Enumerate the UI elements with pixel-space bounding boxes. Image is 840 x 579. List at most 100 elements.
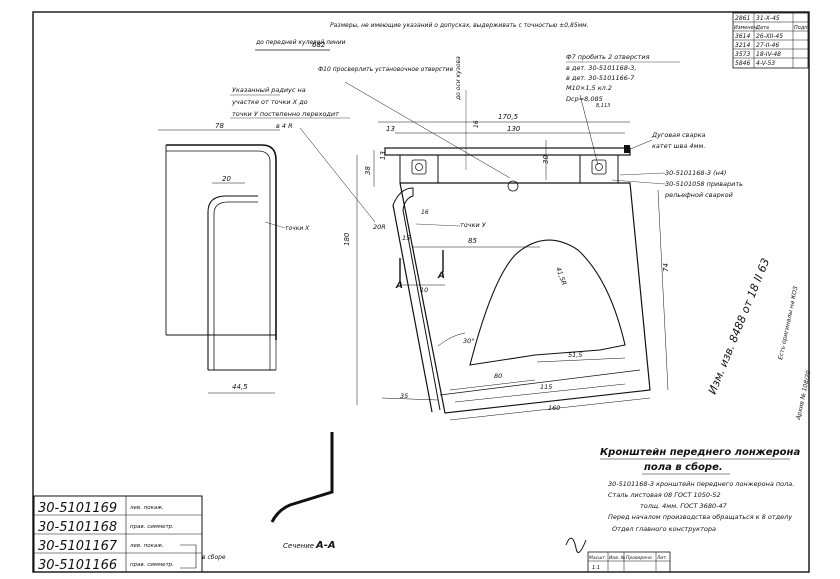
dim-44-5: 44,5 — [232, 383, 248, 391]
svg-text:Ф7 пробить 2 отверстия: Ф7 пробить 2 отверстия — [566, 53, 650, 61]
spec-line: толщ. 4мм. ГОСТ 3680-47 — [640, 502, 728, 510]
section-profile — [270, 432, 334, 523]
rev-cell: 18-IV-48 — [756, 51, 781, 58]
spec-line: Перед началом производства обращаться к … — [608, 513, 792, 521]
dim-170-5: 170,5 — [498, 113, 519, 121]
svg-text:рельефной сваркой: рельефной сваркой — [664, 191, 733, 199]
svg-text:8,113: 8,113 — [596, 103, 610, 109]
svg-text:Масшт.: Масшт. — [589, 555, 606, 561]
dim-41-5r: 41,5R — [554, 266, 568, 287]
rev-cell: 3573 — [735, 51, 750, 58]
rev-cell: Изменен — [734, 25, 758, 31]
tochka-x: точки X — [285, 225, 310, 232]
dim-51-5: 51,5 — [568, 351, 582, 359]
svg-text:участке от точки X до: участке от точки X до — [231, 98, 308, 106]
signature-mark — [565, 537, 587, 553]
dim-16: 16 — [421, 209, 429, 216]
dim-115: 115 — [540, 383, 552, 391]
svg-text:Дуговая сварка: Дуговая сварка — [651, 131, 706, 139]
section-mark-a: A — [395, 281, 403, 291]
svg-text:в дет. 30-5101168-3,: в дет. 30-5101168-3, — [566, 64, 636, 72]
revision-table: 2861 31-Х-45 Изменен Дата Подп. 3614 26-… — [732, 12, 809, 69]
dim-38: 38 — [364, 166, 372, 175]
svg-text:М10×1,5 кл.2: М10×1,5 кл.2 — [566, 84, 612, 92]
spec-line: Отдел главного конструктора — [612, 525, 716, 533]
side-view: 78 20 точки X 44,5 — [158, 122, 310, 394]
top-note: Размеры, не имеющие указаний о допусках,… — [330, 22, 589, 29]
dim-682-note: до передней кулевой линии — [255, 39, 346, 46]
handwritten-note: Изм. изв. 8488 от 18 II 63 — [706, 256, 773, 396]
svg-text:30-5101058 приварить: 30-5101058 приварить — [665, 180, 743, 188]
dim-13b: 13 — [379, 151, 387, 160]
spec-line: Сталь листовая 08 ГОСТ 1050-52 — [608, 491, 721, 499]
leader-line — [344, 81, 511, 179]
section-letters: А-А — [315, 540, 336, 551]
svg-text:Указанный радиус на: Указанный радиус на — [232, 86, 306, 94]
tochka-y: точки У — [460, 221, 487, 229]
part-number-2: 30-5101168 — [38, 520, 117, 535]
svg-text:в 4 R: в 4 R — [276, 122, 293, 130]
spec-line: 30-5101168-3 кронштейн переднего лонжеро… — [608, 480, 794, 488]
dim-10: 10 — [420, 286, 428, 294]
dim-note-16: 16 — [473, 120, 480, 128]
rev-cell: 4-V-53 — [756, 60, 775, 67]
part-numbers-table: 30-5101169 30-5101168 30-5101167 30-5101… — [33, 495, 226, 573]
dim-35: 35 — [400, 392, 408, 400]
svg-text:Инв. №: Инв. № — [609, 555, 626, 561]
rev-cell: Дата — [755, 25, 769, 31]
radius-note: Указанный радиус на участке от точки X д… — [230, 86, 376, 223]
part-number-1: 30-5101169 — [38, 501, 117, 516]
part-label-4: прав. симметр. — [130, 562, 174, 568]
dim-130: 130 — [507, 125, 521, 133]
dim-78: 78 — [215, 122, 224, 130]
dim-13: 13 — [386, 125, 395, 133]
part-label-2: прав. симметр. — [130, 524, 174, 530]
svg-text:Лит.: Лит. — [656, 555, 667, 561]
rev-cell: 3214 — [735, 42, 750, 49]
hole-note: Ф10 просверлить установочное отверстие — [318, 66, 454, 73]
rev-cell: 31-Х-45 — [756, 15, 780, 22]
dim-160: 160 — [548, 404, 560, 412]
title-block: Кронштейн переднего лонжерона пола в сбо… — [565, 447, 800, 573]
rev-cell: Подп. — [794, 25, 809, 31]
rev-cell: 27-II-46 — [756, 42, 779, 49]
dim-30deg: 30° — [463, 337, 475, 345]
part-label-3: лев. покаж. — [129, 543, 164, 549]
axis-note: до оси кузова — [455, 56, 462, 101]
dim-30: 30 — [542, 155, 550, 164]
svg-text:Dср=8,085: Dср=8,085 — [566, 95, 603, 103]
title-line-1: Кронштейн переднего лонжерона — [600, 447, 800, 458]
side-note-1: Есть оригиналы на КОЗ — [777, 286, 799, 361]
dim-20: 20 — [222, 175, 231, 183]
svg-text:30-5101168-3 (н4): 30-5101168-3 (н4) — [665, 169, 727, 177]
part-label-1: лев. покаж. — [129, 505, 164, 511]
rev-cell: 3614 — [735, 33, 750, 40]
section-mark-a2: A — [437, 271, 445, 281]
svg-text:катет шва 4мм.: катет шва 4мм. — [652, 142, 705, 150]
side-note-2: Архив № 108/20 — [795, 370, 813, 422]
svg-text:1:1: 1:1 — [592, 565, 600, 571]
part-number-3: 30-5101167 — [38, 539, 118, 554]
svg-text:Проверено: Проверено — [626, 555, 652, 561]
dim-180: 180 — [343, 232, 351, 246]
holes-note: Ф7 пробить 2 отверстия в дет. 30-5101168… — [566, 53, 680, 166]
dim-80: 80 — [494, 372, 502, 380]
svg-text:в дет. 30-5101166-7: в дет. 30-5101166-7 — [566, 74, 635, 82]
dim-20r: 20R — [373, 223, 386, 231]
v-sbore: в сборе — [202, 554, 226, 561]
rev-cell: 26-XII-45 — [756, 33, 783, 40]
dim-74: 74 — [662, 263, 670, 272]
section-label: Сечение — [283, 542, 314, 550]
dim-15: 15 — [402, 234, 410, 242]
dim-682: 682 — [312, 41, 326, 49]
rev-cell: 5846 — [735, 60, 750, 67]
dim-85: 85 — [468, 237, 477, 245]
part-number-4: 30-5101166 — [38, 558, 117, 573]
sheet-frame — [32, 11, 810, 573]
title-line-2: пола в сборе. — [644, 461, 723, 473]
svg-text:точки У постепенно переходит: точки У постепенно переходит — [232, 110, 339, 118]
main-view: 170,5 130 13 180 38 13 30 74 85 то — [343, 113, 670, 421]
weld-notes: Дуговая сварка катет шва 4мм. 30-5101168… — [611, 131, 743, 199]
